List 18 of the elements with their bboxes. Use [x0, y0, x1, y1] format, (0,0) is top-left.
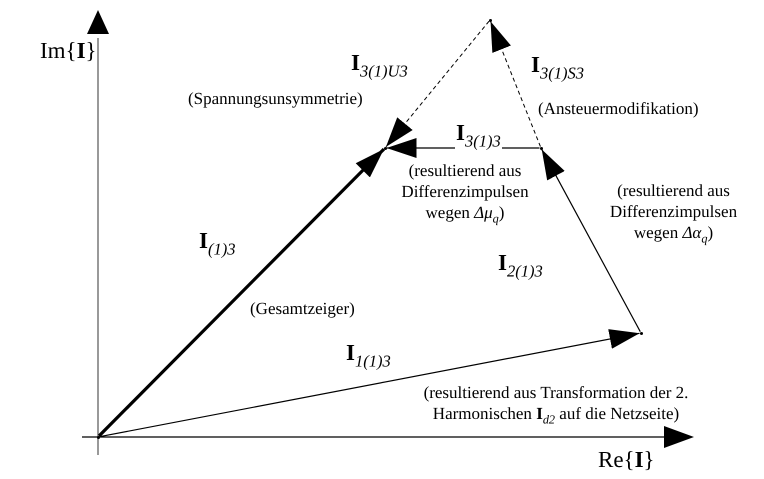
axis-label: Im{I} — [40, 38, 97, 64]
phasor-arrow — [99, 329, 640, 438]
vertex-point — [640, 332, 642, 334]
dashed-phasor-arrow — [490, 20, 541, 148]
annotation-text: (Gesamtzeiger) — [250, 298, 355, 319]
vertex-point — [488, 18, 492, 22]
dashed-phasor-arrow — [385, 20, 490, 148]
annotation-text: (resultierend aus Transformation der 2. Harmonischen I$_{d2}$ auf die Netzseite) — [422, 382, 690, 428]
annotation-text: (resultierend aus Differenzimpulsen wegen Δμ$_{q}$) — [400, 160, 530, 228]
vertex-point — [540, 146, 542, 150]
annotation-text: (resultierend aus Differenzimpulsen wegen Δα$_{q}$) — [608, 180, 738, 248]
vertex-point — [384, 146, 386, 150]
vertex-point — [96, 436, 100, 438]
phasor-arrow — [98, 148, 386, 438]
phasor-arrow — [541, 149, 641, 332]
axis-label: Re{I} — [598, 447, 655, 473]
annotation-text: (Ansteuermodifikation) — [538, 98, 699, 119]
annotation-text: (Spannungsunsymmetrie) — [188, 88, 363, 109]
